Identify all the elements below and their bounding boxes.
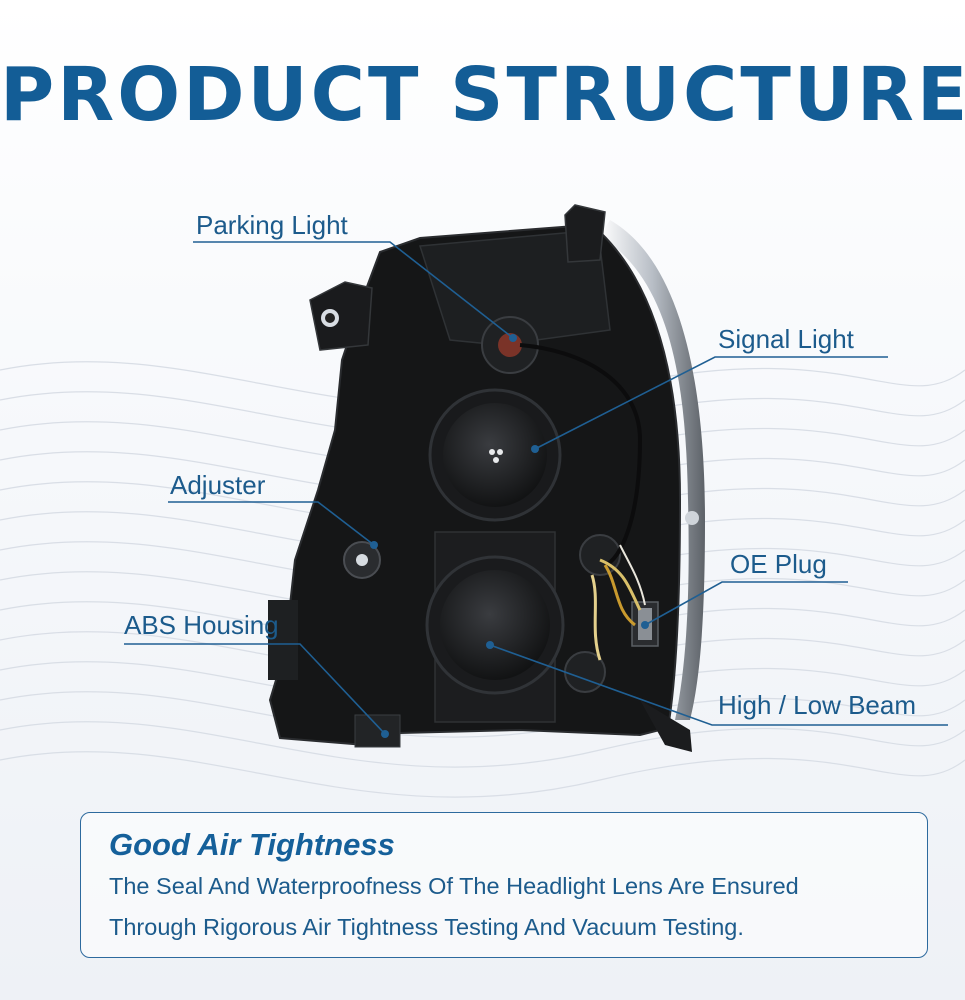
air-tightness-info-box: Good Air Tightness The Seal And Waterpro… [80,812,928,958]
label-signal-light: Signal Light [718,324,854,354]
headlight-illustration [124,204,948,752]
lens-edge [600,220,705,720]
abs-tab [354,714,401,748]
mounting-tab-left [309,281,373,351]
leader-signal-light [534,356,888,450]
label-abs-housing: ABS Housing [124,610,279,640]
leader-parking-light [193,241,514,339]
leader-oe-plug [644,581,848,626]
right-bracket [640,700,692,752]
top-clip [564,204,606,263]
leader-adjuster [168,501,375,546]
page-title: PRODUCT STRUCTURE [0,52,965,138]
info-line-2: Through Rigorous Air Tightness Testing A… [109,914,744,940]
label-parking-light: Parking Light [196,210,348,240]
leader-high-low-beam [489,644,948,726]
info-heading: Good Air Tightness [109,827,395,862]
label-oe-plug: OE Plug [730,549,827,579]
label-high-low-beam: High / Low Beam [718,690,916,720]
info-line-1: The Seal And Waterproofness Of The Headl… [109,873,799,899]
label-adjuster: Adjuster [170,470,266,500]
leader-abs-housing [124,643,386,735]
